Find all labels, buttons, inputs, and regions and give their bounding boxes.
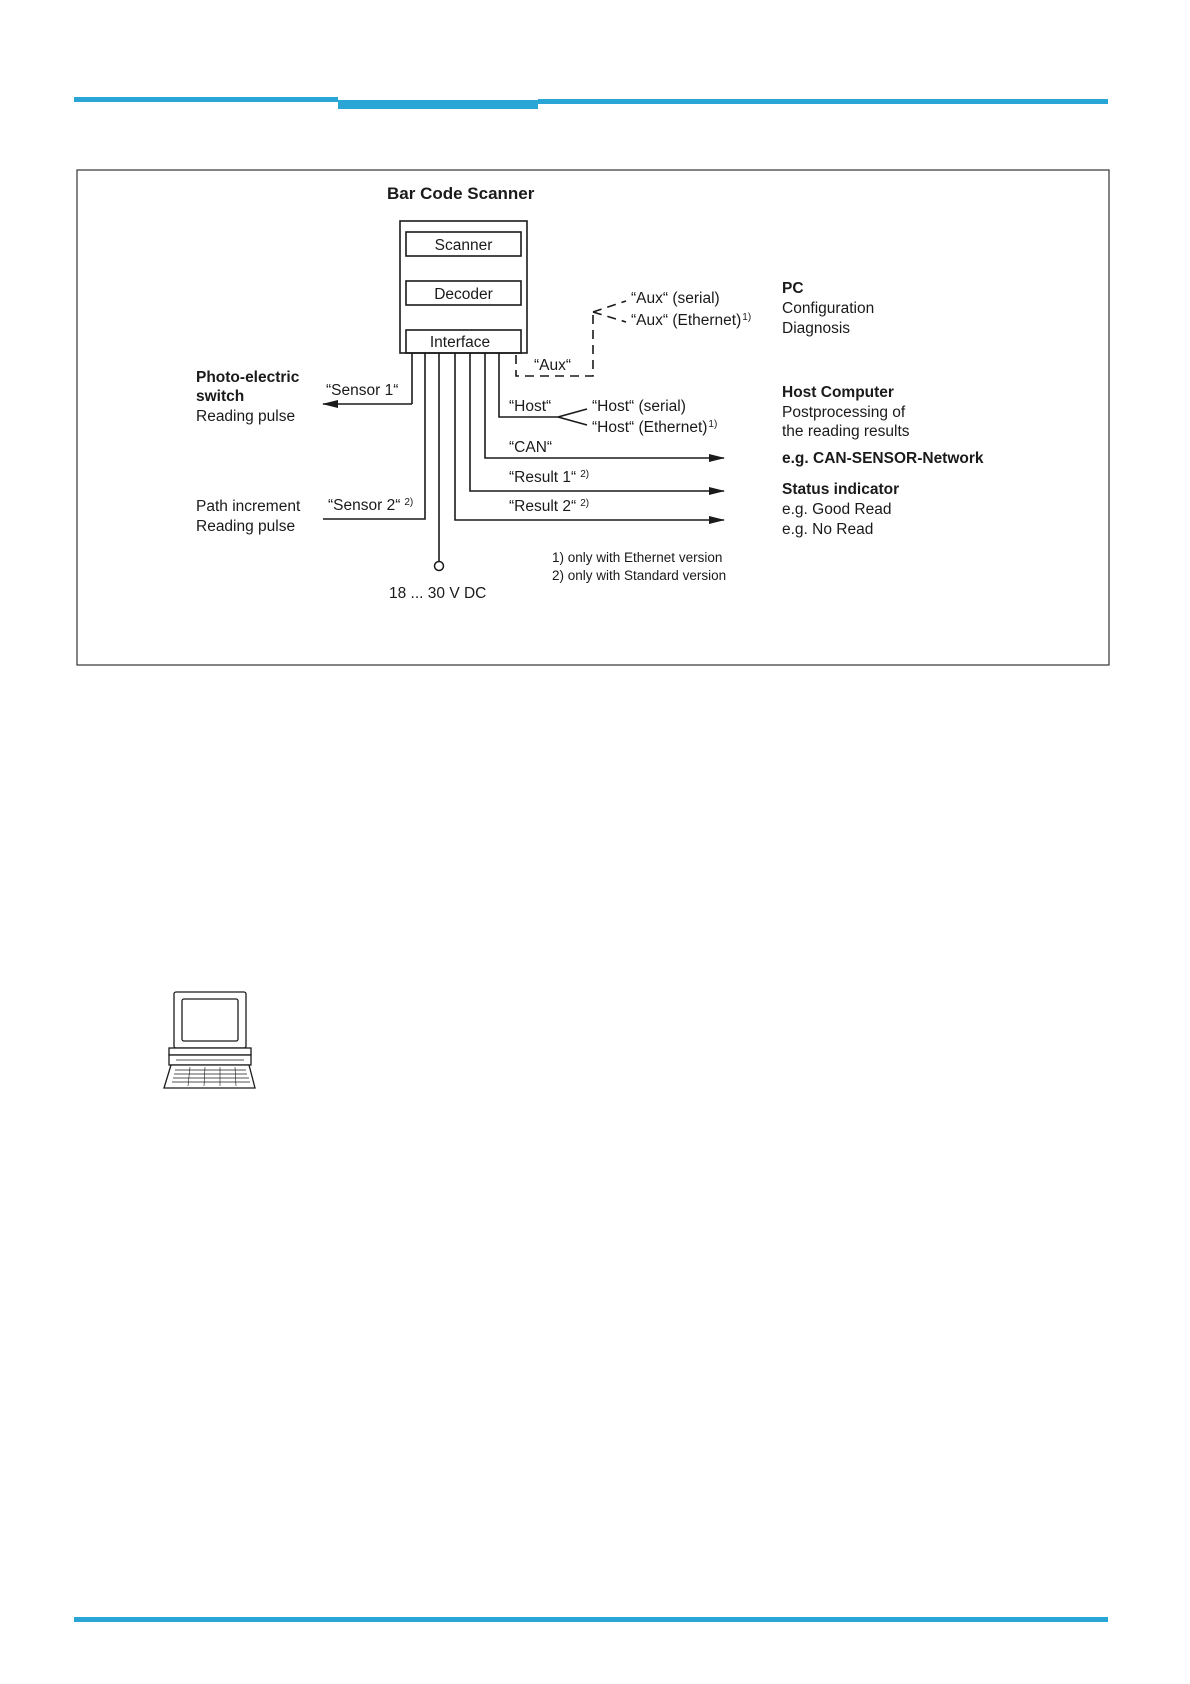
host-serial-label: “Host“ (serial) — [592, 398, 686, 415]
result2-wire — [454, 353, 725, 524]
power-terminal — [433, 560, 445, 572]
can-wire — [484, 353, 725, 462]
sensor2-wire — [323, 353, 426, 520]
footnote-1: 1) only with Ethernet version — [552, 550, 722, 565]
sensor1-label: “Sensor 1“ — [326, 382, 398, 399]
status-no-read: e.g. No Read — [782, 521, 873, 538]
pc-configuration: Configuration — [782, 300, 874, 317]
photo-switch-title-2: switch — [196, 388, 244, 405]
interface-module-box — [405, 329, 522, 354]
result2-label: “Result 2“2) — [509, 498, 589, 515]
host-computer-title: Host Computer — [782, 384, 894, 401]
photo-switch-title-1: Photo-electric — [196, 369, 300, 386]
aux-branch-ethernet — [592, 311, 627, 323]
footer-rule — [74, 1617, 1108, 1622]
photo-switch-subtitle: Reading pulse — [196, 408, 295, 425]
path-reading-pulse-label: Reading pulse — [196, 518, 295, 535]
host-branch-serial — [557, 408, 588, 418]
aux-label: “Aux“ — [534, 357, 571, 374]
host-wire — [498, 353, 558, 418]
header-rule-tab — [338, 100, 538, 109]
scanner-module-box — [405, 231, 522, 257]
sensor2-label: “Sensor 2“2) — [328, 497, 413, 514]
computer-terminal-icon — [163, 991, 256, 1089]
host-branch-ethernet — [557, 416, 588, 426]
status-indicator-title: Status indicator — [782, 481, 899, 498]
diagram-title: Bar Code Scanner — [387, 184, 535, 203]
power-label: 18 ... 30 V DC — [389, 585, 486, 602]
path-increment-label: Path increment — [196, 498, 301, 515]
result1-wire — [469, 353, 725, 495]
host-ethernet-label: “Host“ (Ethernet)1) — [592, 419, 717, 436]
footnote-2: 2) only with Standard version — [552, 568, 726, 583]
can-network-label: e.g. CAN-SENSOR-Network — [782, 450, 984, 467]
aux-serial-label: “Aux“ (serial) — [631, 290, 720, 307]
header-rule-right — [538, 99, 1108, 104]
status-good-read: e.g. Good Read — [782, 501, 891, 518]
decoder-module-label: Decoder — [434, 286, 493, 303]
header-rule-left — [74, 97, 338, 102]
pc-title: PC — [782, 280, 804, 297]
result1-label: “Result 1“2) — [509, 469, 589, 486]
host-computer-line2: the reading results — [782, 423, 910, 440]
diagram-frame — [76, 169, 1110, 666]
decoder-module-box — [405, 280, 522, 306]
interface-module-label: Interface — [430, 334, 490, 351]
can-label: “CAN“ — [509, 439, 552, 456]
host-label: “Host“ — [509, 398, 551, 415]
scanner-module-label: Scanner — [435, 237, 493, 254]
aux-ethernet-label: “Aux“ (Ethernet)1) — [631, 312, 751, 329]
host-computer-line1: Postprocessing of — [782, 404, 906, 421]
pc-diagnosis: Diagnosis — [782, 320, 850, 337]
aux-branch-serial — [592, 300, 627, 313]
